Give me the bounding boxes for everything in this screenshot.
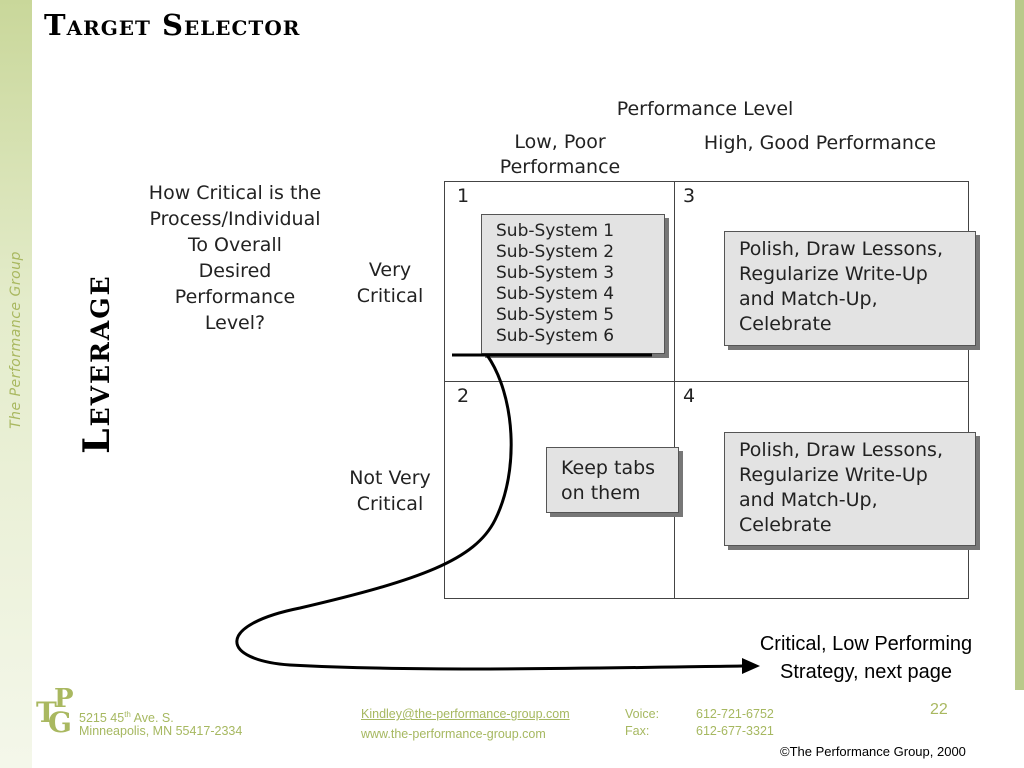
criticality-question: How Critical is the Process/Individual T… xyxy=(148,182,322,334)
subsystem-item: Sub-System 4 xyxy=(496,284,615,304)
grid-vertical-divider xyxy=(674,182,675,598)
leverage-axis-label: Leverage xyxy=(76,274,118,454)
page-number: 22 xyxy=(930,701,948,718)
address-line-2: Minneapolis, MN 55417-2334 xyxy=(79,724,243,738)
email-link[interactable]: Kindley@the-performance-group.com xyxy=(361,707,570,721)
voice-number: 612-721-6752 xyxy=(696,707,774,721)
quadrant-2-action-box: Keep tabs on them xyxy=(546,447,679,513)
website-text: www.the-performance-group.com xyxy=(361,727,546,741)
left-decor-bar xyxy=(0,0,32,768)
row-very-critical: Very Critical xyxy=(356,259,424,307)
quadrant-3-action-box: Polish, Draw Lessons, Regularize Write-U… xyxy=(724,231,976,346)
subsystem-item: Sub-System 2 xyxy=(496,242,615,262)
column-low-performance: Low, Poor Performance xyxy=(499,131,621,178)
subsystem-item: Sub-System 5 xyxy=(496,305,615,325)
grid-horizontal-divider xyxy=(445,381,968,382)
address-line-1: 5215 45th Ave. S. xyxy=(79,710,174,726)
right-decor-bar xyxy=(1015,0,1024,690)
performance-level-header: Performance Level xyxy=(616,98,794,120)
subsystem-item: Sub-System 1 xyxy=(496,221,615,241)
voice-label: Voice: xyxy=(625,707,660,721)
brand-vertical-label: The Performance Group xyxy=(8,251,24,429)
slide-title: Target Selector xyxy=(44,8,301,42)
quadrant-1-number: 1 xyxy=(457,185,470,207)
quadrant-3-number: 3 xyxy=(683,185,696,207)
subsystem-item: Sub-System 3 xyxy=(496,263,615,283)
quadrant-4-number: 4 xyxy=(683,385,696,407)
subsystem-list-box: Sub-System 1 Sub-System 2 Sub-System 3 S… xyxy=(481,214,665,354)
quadrant-2-number: 2 xyxy=(457,385,470,407)
row-not-very-critical: Not Very Critical xyxy=(349,467,431,515)
subsystem-item: Sub-System 6 xyxy=(496,326,615,346)
fax-label: Fax: xyxy=(625,724,650,738)
fax-number: 612-677-3321 xyxy=(696,724,774,738)
quadrant-4-action-box: Polish, Draw Lessons, Regularize Write-U… xyxy=(724,432,976,546)
column-high-performance: High, Good Performance xyxy=(703,132,937,154)
copyright-notice: ©The Performance Group, 2000 xyxy=(780,744,966,759)
next-page-callout: Critical, Low Performing Strategy, next … xyxy=(759,633,973,683)
